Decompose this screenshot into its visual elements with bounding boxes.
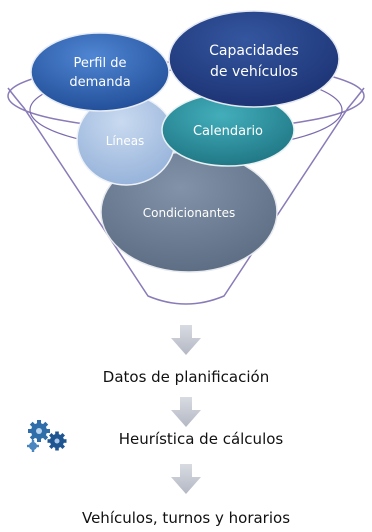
bubble-perfil-shape	[30, 32, 170, 112]
bubble-condicionantes-label: Condicionantes	[143, 206, 235, 220]
bubble-perfil-label-line2: demanda	[69, 75, 130, 90]
bubble-perfil-demanda: Perfil de demanda	[30, 32, 170, 112]
bubble-calendario: Calendario	[161, 93, 295, 167]
step-datos-planificacion: Datos de planificación	[102, 368, 270, 386]
funnel-body	[7, 87, 365, 305]
bubble-capacidades-label-line1: Capacidades	[209, 43, 299, 59]
bubble-capacidades-shape	[168, 10, 340, 108]
bubble-perfil-label-line1: Perfil de	[74, 56, 127, 71]
down-arrow-icon	[171, 325, 201, 355]
bubble-capacidades-vehiculos: Capacidades de vehículos	[168, 10, 340, 108]
step-vehiculos-turnos-horarios: Vehículos, turnos y horarios	[81, 509, 291, 527]
bubble-capacidades-label-line2: de vehículos	[210, 64, 298, 80]
bubble-lineas-label: Líneas	[106, 134, 145, 148]
step-heuristica-calculos: Heurística de cálculos	[118, 430, 284, 448]
bubble-lineas: Líneas	[76, 94, 176, 186]
bubble-calendario-label: Calendario	[193, 124, 263, 139]
down-arrow-icon	[171, 464, 201, 494]
down-arrow-icon	[171, 397, 201, 427]
gears-icon	[27, 420, 67, 452]
